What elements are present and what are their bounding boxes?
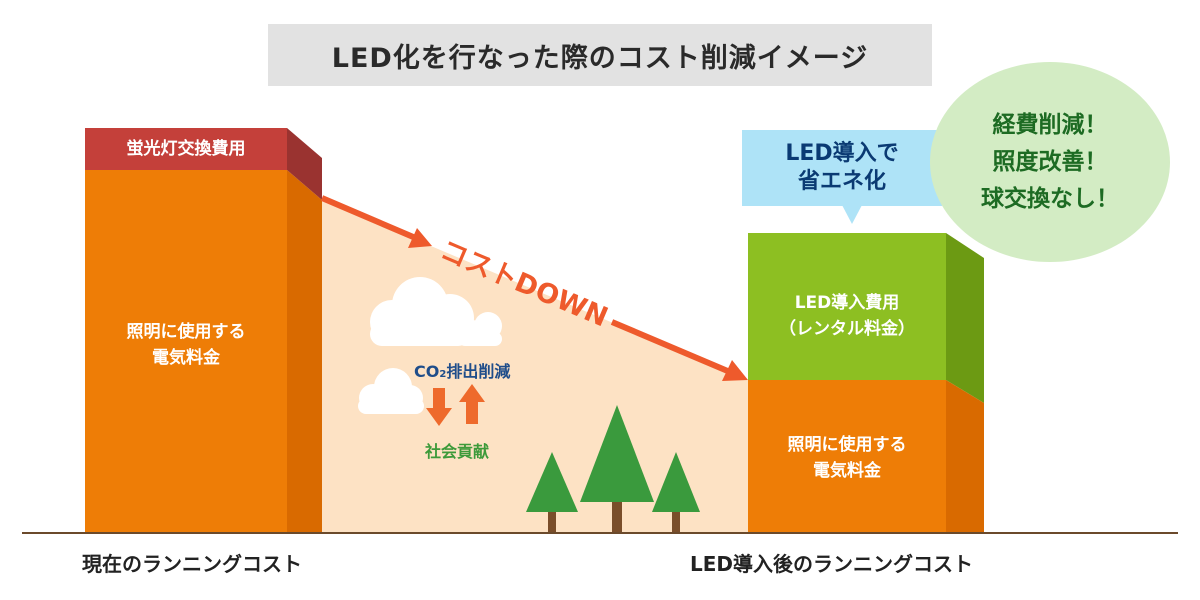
cloud-large [370,277,474,346]
right-caption: LED導入後のランニングコスト [690,552,974,576]
right-bar-main-label: 照明に使用する 電気料金 [748,432,946,484]
cost-down-arrowhead-mid [408,228,432,248]
down-arrow-icon [426,388,452,426]
left-bar-main-label-line1: 照明に使用する [126,322,246,342]
left-bar-main-label: 照明に使用する 電気料金 [85,319,287,371]
page-title: LED化を行なった際のコスト削減イメージ [268,24,932,86]
co2-suffix: 排出削減 [446,362,511,381]
right-bar-orange-block [748,380,946,533]
left-bar-top-block [85,128,287,170]
right-bar-top-label: LED導入費用 （レンタル料金） [748,290,946,342]
benefit-3: 球交換なし！ [981,185,1119,212]
right-bar-main-label-line2: 電気料金 [813,461,881,481]
left-bar-top-side [287,128,322,200]
co2-prefix: CO [414,362,440,381]
tree-right-icon [652,452,700,533]
right-bar-top-label-line1: LED導入費用 [794,293,900,313]
cloud-small-right [458,312,502,346]
tree-left-icon [526,452,578,533]
right-bar-top-label-line2: （レンタル料金） [779,319,915,339]
energy-saving-callout: LED導入で 省エネ化 [742,130,942,206]
left-caption: 現在のランニングコスト [82,552,302,576]
co2-subscript: 2 [439,369,447,380]
left-bar-main [85,170,287,533]
up-arrow-icon [459,384,485,424]
benefit-2: 照度改善！ [992,148,1108,175]
social-contribution-label: 社会貢献 [425,442,490,461]
right-bar-green-side [946,233,984,403]
cloud-small-left [358,368,424,414]
cost-down-arrow-line-1 [320,195,427,245]
right-bar-green-block [748,233,946,380]
left-bar-side [287,170,322,533]
right-bar-orange-side [946,380,984,533]
right-bar-main-label-line1: 照明に使用する [787,435,907,455]
left-bar-top-label: 蛍光灯交換費用 [126,139,246,159]
benefit-1: 経費削減！ [992,111,1108,138]
callout-line2: 省エネ化 [797,169,886,194]
benefits-circle: 経費削減！ 照度改善！ 球交換なし！ [930,62,1170,262]
co2-reduction-label: CO2排出削減 [414,358,510,382]
cost-down-arrowhead [722,360,748,381]
callout-pointer [842,205,862,224]
cost-down-arrow-line-2 [610,319,732,375]
callout-line1: LED導入で [785,141,899,166]
tree-center-icon [580,405,654,533]
left-bar-main-label-line2: 電気料金 [152,348,220,368]
